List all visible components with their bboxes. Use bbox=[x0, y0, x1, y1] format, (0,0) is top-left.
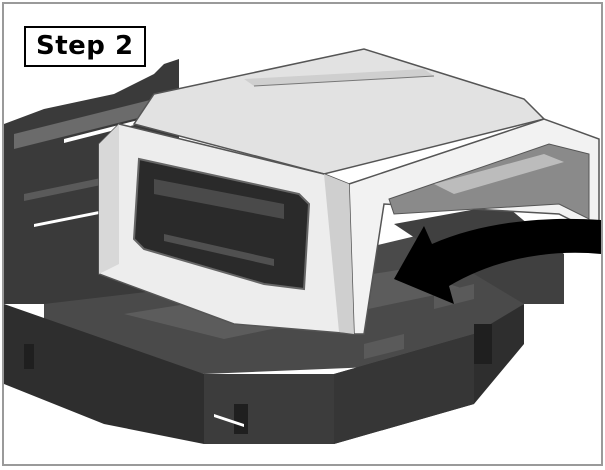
truck-cap-illustration bbox=[4, 48, 601, 444]
curved-arrow-icon bbox=[394, 218, 601, 304]
truck-cap bbox=[98, 48, 600, 335]
step-label: Step 2 bbox=[24, 26, 146, 67]
